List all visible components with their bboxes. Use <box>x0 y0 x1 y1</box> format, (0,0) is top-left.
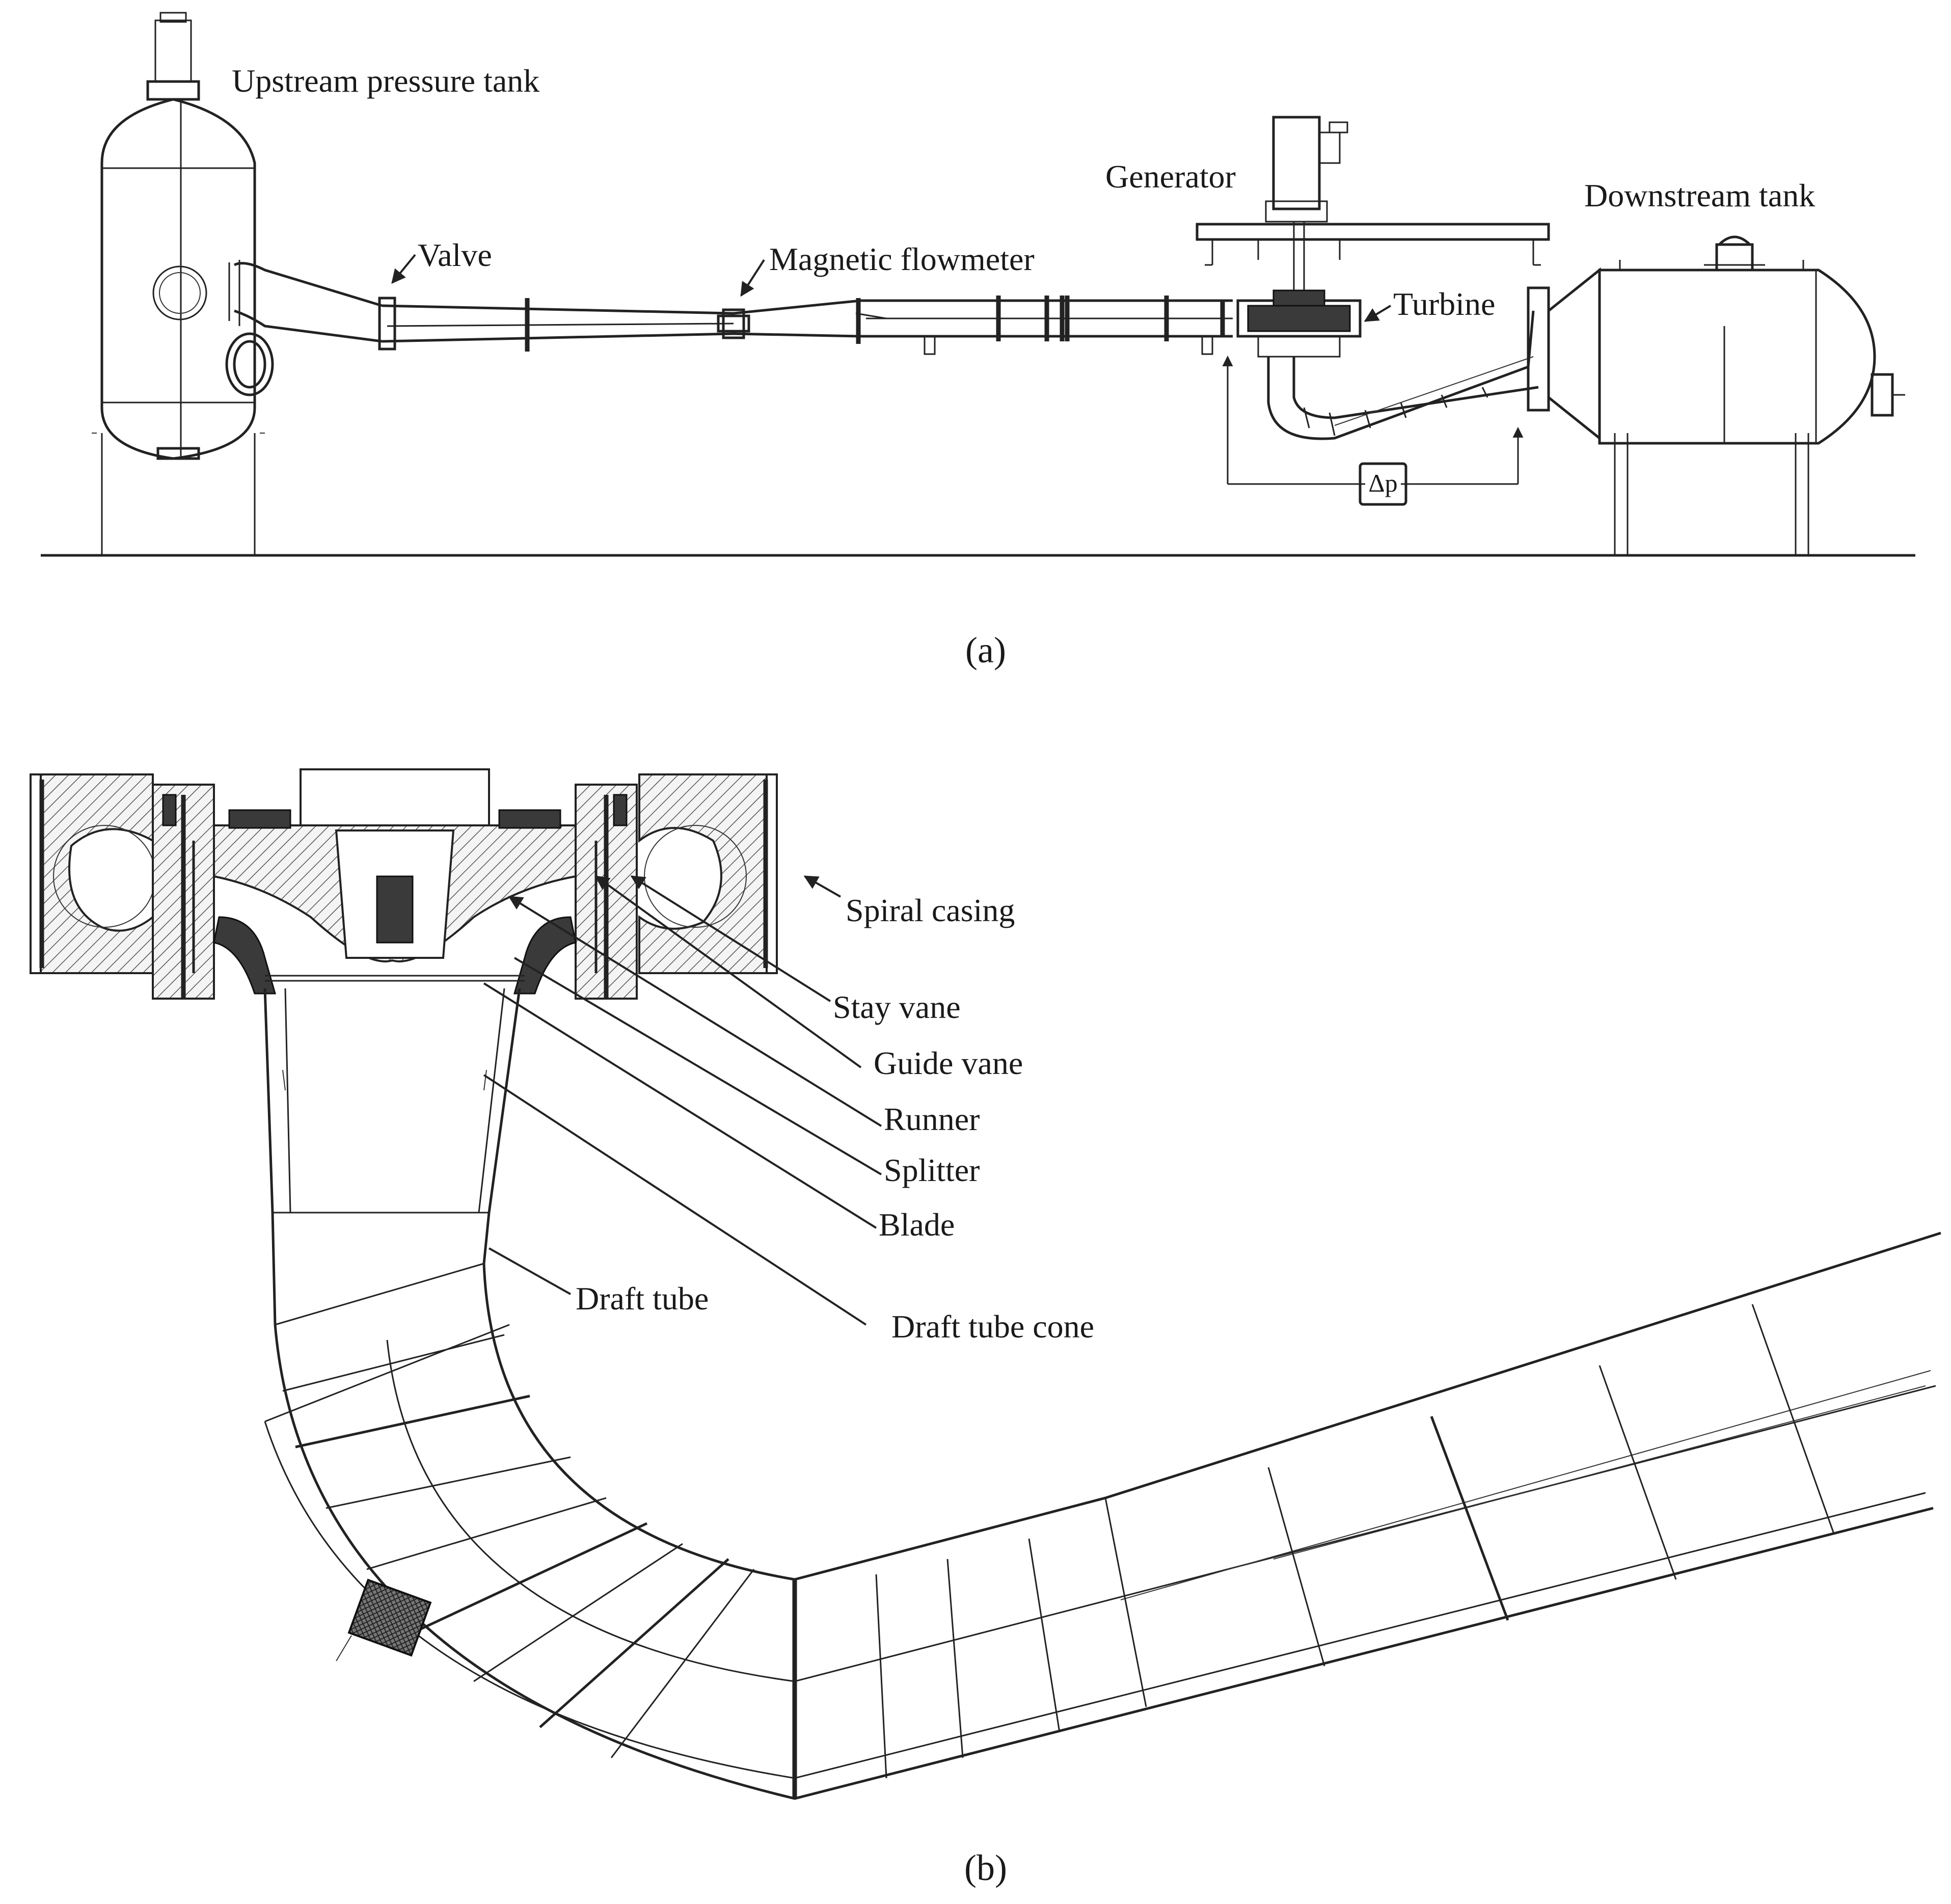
valve-label: Valve <box>418 237 492 273</box>
figure-b-turbine-section: Spiral casing Stay vane Guide vane Runne… <box>30 768 1941 1888</box>
draft-tube-cone-leader <box>483 1074 867 1326</box>
pressure-difference-measurement: Δp <box>1222 355 1524 506</box>
guide-vane-label: Guide vane <box>874 1045 1023 1081</box>
draft-tube-segment-lines <box>275 1263 1835 1799</box>
runner-leader <box>508 896 882 1127</box>
figure-a-test-rig: Δp Upstream pressure tank Valve Magnetic… <box>41 12 1915 671</box>
spiral-casing-pointer <box>803 875 841 898</box>
blade-leader <box>483 982 877 1229</box>
valve-pointer <box>391 254 416 284</box>
caption-a: (a) <box>965 630 1006 671</box>
pressure-gauge-box <box>1359 462 1407 506</box>
draft-tube-label: Draft tube <box>576 1280 709 1317</box>
pipe-flanges <box>378 296 1225 355</box>
downstream-tank <box>1527 235 1905 555</box>
draft-tube-port <box>336 1578 432 1661</box>
draft-tube-cone-section <box>263 988 521 1325</box>
guide-vane-leader <box>594 875 862 1068</box>
turbine <box>1236 289 1362 358</box>
draft-tube-elbow <box>264 1231 1941 1800</box>
pipeline <box>225 260 1233 396</box>
stay-vane-leader <box>630 875 831 1002</box>
stay-vane-label: Stay vane <box>833 989 961 1025</box>
turbine-label: Turbine <box>1393 286 1495 322</box>
generator-label: Generator <box>1105 158 1236 195</box>
runner-and-head-cover <box>152 768 638 1000</box>
stay-and-guide-vanes <box>162 794 628 999</box>
spiral-casing-label: Spiral casing <box>846 892 1015 928</box>
upstream-pressure-tank <box>92 12 265 555</box>
flowmeter-pointer <box>740 259 765 297</box>
generator-assembly <box>1196 116 1550 306</box>
rig-draft-tube <box>1267 310 1539 440</box>
splitter-leader <box>513 957 882 1175</box>
draft-tube-leader <box>489 1247 571 1295</box>
draft-tube-cone-label: Draft tube cone <box>891 1308 1094 1345</box>
flowmeter-label: Magnetic flowmeter <box>769 241 1035 277</box>
blade-label: Blade <box>879 1206 955 1243</box>
pressure-difference-label: Δp <box>1368 469 1397 497</box>
splitter-label: Splitter <box>884 1152 980 1188</box>
upstream-tank-label: Upstream pressure tank <box>232 63 539 99</box>
downstream-tank-label: Downstream tank <box>1584 177 1815 213</box>
caption-b: (b) <box>964 1847 1007 1888</box>
spiral-casing-section <box>30 773 778 974</box>
runner-label: Runner <box>884 1101 980 1137</box>
turbine-pointer <box>1364 305 1392 322</box>
